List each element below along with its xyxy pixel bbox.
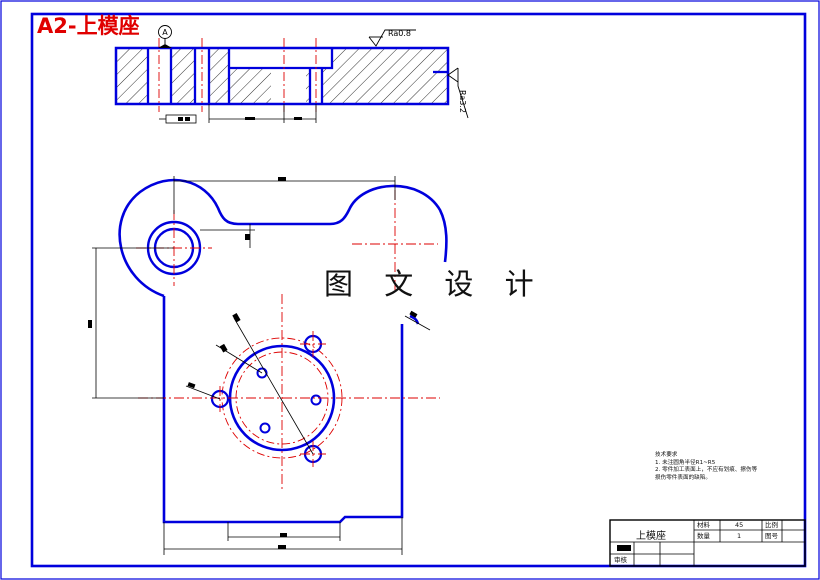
title-block-scale-label: 比例 — [765, 521, 778, 529]
plan-view — [88, 176, 448, 555]
inner-frame — [30, 12, 807, 568]
surface-finish-top — [368, 29, 416, 47]
notes-heading: 技术要求 — [655, 452, 678, 458]
title-block-quantity-value: 1 — [737, 532, 742, 540]
title-block-drawing-no-label: 图号 — [765, 532, 778, 540]
surface-finish-right-label: Ra3.2 — [458, 90, 467, 113]
surface-finish-top-label: Ra0.8 — [388, 29, 411, 38]
datum-a-symbol: A — [158, 25, 172, 48]
watermark-text: 图 文 设 计 — [324, 267, 545, 301]
technical-requirements: 技术要求 1. 未注圆角半径R1~R5 2. 零件加工表面上，不应有划痕、擦伤等… — [655, 452, 757, 482]
section-view: A Ra0.8 Ra3.2 — [114, 25, 469, 124]
title-block-part-name: 上模座 — [636, 531, 666, 542]
datum-a-label: A — [162, 28, 168, 37]
notes-line: 损伤零件表面的缺陷。 — [655, 474, 711, 481]
surface-finish-right — [447, 67, 469, 119]
title-block-material-label: 材料 — [697, 521, 710, 529]
sheet-title: A2-上模座 — [37, 14, 140, 38]
title-block-reviewer-label: 审核 — [614, 556, 627, 564]
notes-line: 1. 未注圆角半径R1~R5 — [655, 459, 716, 466]
title-block — [609, 519, 806, 567]
title-block-material-value: 45 — [735, 521, 744, 529]
title-block-quantity-label: 数量 — [697, 532, 710, 540]
notes-line: 2. 零件加工表面上，不应有划痕、擦伤等 — [655, 467, 758, 474]
